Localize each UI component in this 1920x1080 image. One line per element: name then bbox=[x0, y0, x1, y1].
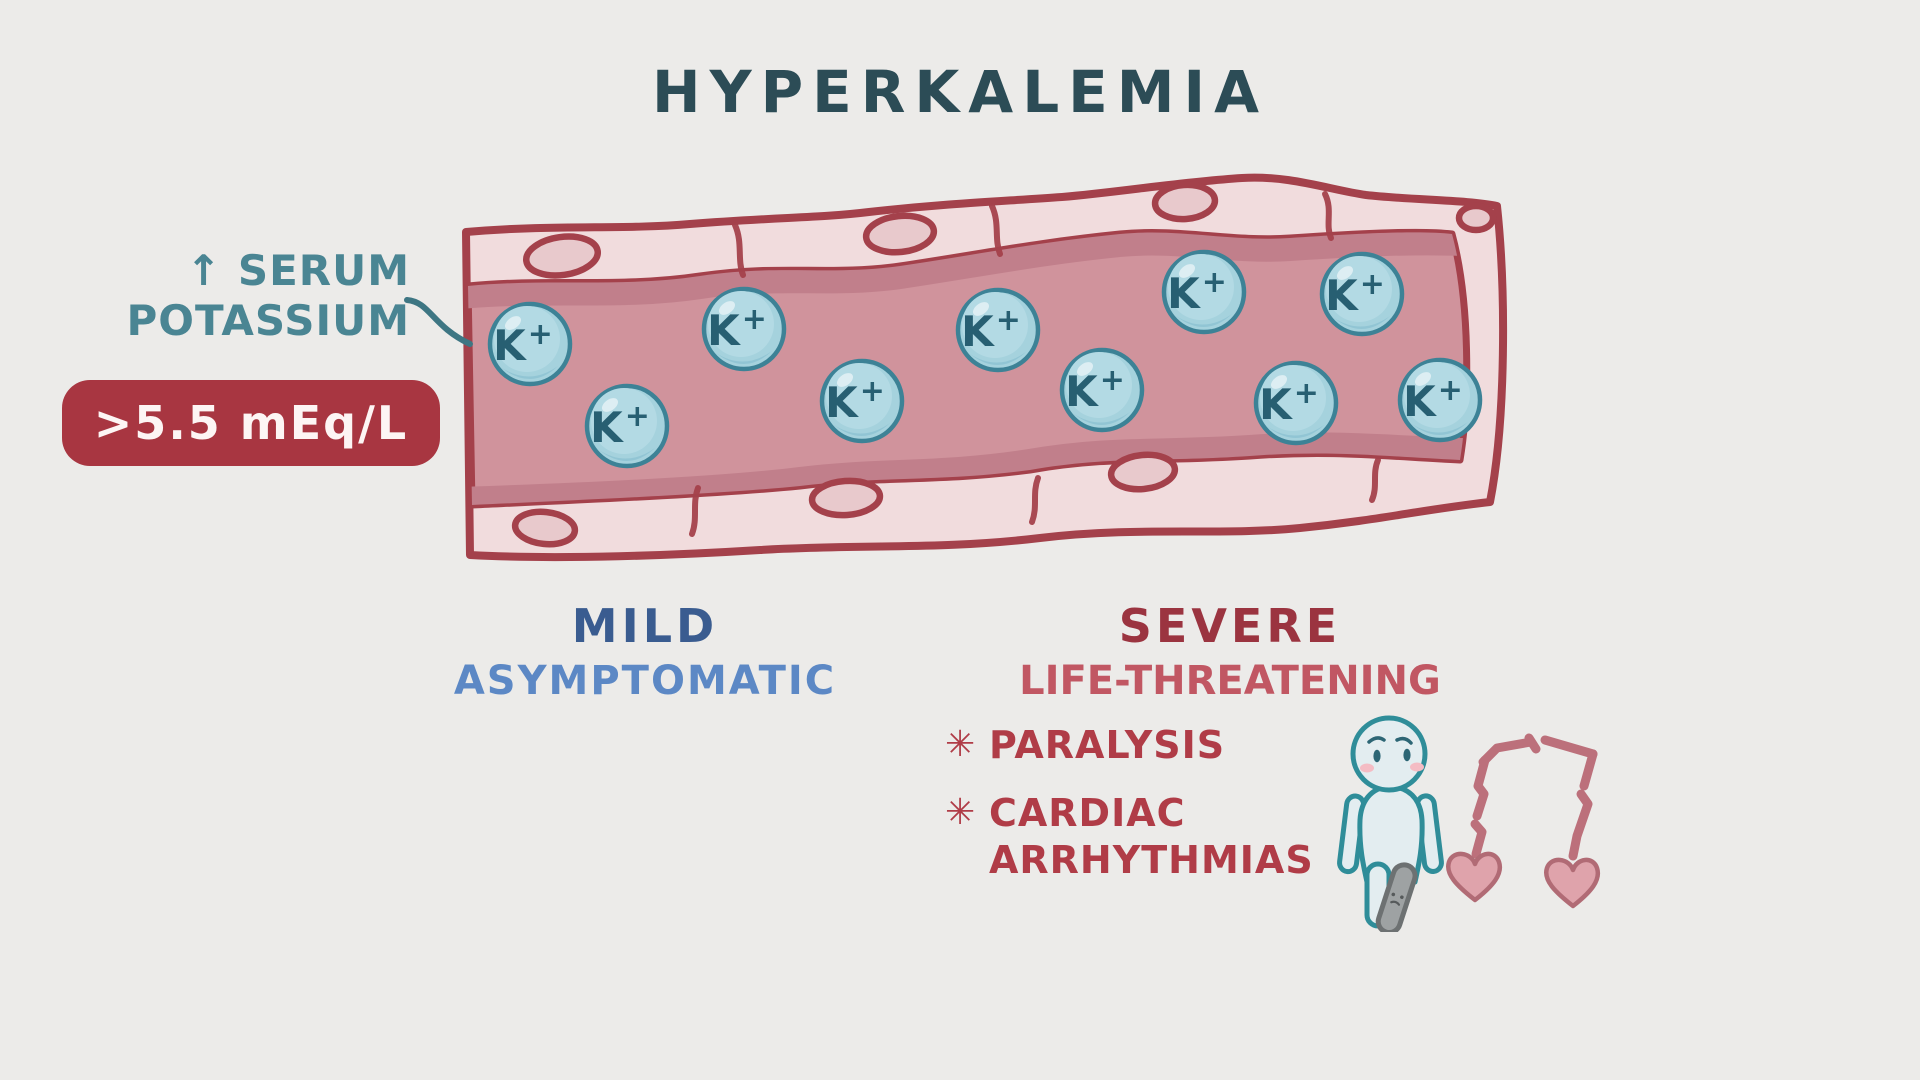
potassium-ion: K+ bbox=[1059, 347, 1145, 433]
potassium-ion: K+ bbox=[1253, 360, 1339, 446]
page-title: HYPERKALEMIA bbox=[652, 58, 1268, 126]
asterisk-bullet-icon: ✳ bbox=[945, 792, 976, 834]
list-item: ✳ CARDIAC ARRHYTHMIAS bbox=[945, 790, 1315, 883]
potassium-value-badge: >5.5 mEq/L bbox=[62, 380, 440, 466]
serum-label-line2: POTASSIUM bbox=[126, 295, 410, 345]
svg-text:K+: K+ bbox=[590, 399, 650, 452]
severe-heading: SEVERE bbox=[1118, 599, 1342, 653]
potassium-value-text: >5.5 mEq/L bbox=[93, 396, 409, 450]
cell-boundaries bbox=[689, 191, 1381, 537]
severe-section: SEVERE LIFE-THREATENING bbox=[1000, 598, 1460, 706]
potassium-ion: K+ bbox=[584, 383, 670, 469]
potassium-ion: K+ bbox=[701, 286, 787, 372]
broken-heart-note-icon bbox=[1446, 733, 1601, 909]
potassium-ion: K+ bbox=[819, 358, 905, 444]
svg-text:K+: K+ bbox=[825, 374, 885, 427]
mild-section: MILD ASYMPTOMATIC bbox=[430, 598, 860, 706]
symptom-cardiac-arrhythmias-label: CARDIAC ARRHYTHMIAS bbox=[989, 791, 1314, 882]
potassium-ion: K+ bbox=[955, 287, 1041, 373]
asterisk-bullet-icon: ✳ bbox=[945, 724, 976, 765]
svg-text:K+: K+ bbox=[1403, 373, 1463, 426]
potassium-ion: K+ bbox=[487, 301, 573, 387]
vessel-ions: K+K+K+K+K+K+K+K+K+K+ bbox=[487, 249, 1483, 469]
paralyzed-leg bbox=[1375, 862, 1418, 932]
mild-subheading: ASYMPTOMATIC bbox=[453, 657, 837, 704]
potassium-ion: K+ bbox=[1161, 249, 1247, 335]
svg-text:K+: K+ bbox=[1065, 363, 1125, 416]
potassium-ion: K+ bbox=[1319, 251, 1405, 337]
svg-text:K+: K+ bbox=[493, 317, 553, 370]
label-pointer-line bbox=[404, 297, 473, 347]
potassium-ion: K+ bbox=[1397, 357, 1483, 443]
paralyzed-person-icon bbox=[1337, 715, 1444, 932]
list-item: ✳ PARALYSIS bbox=[945, 722, 1315, 768]
serum-label-line1: ↑ SERUM bbox=[186, 246, 410, 295]
severe-subheading: LIFE-THREATENING bbox=[1019, 657, 1441, 704]
mild-heading: MILD bbox=[571, 599, 719, 653]
lumen-shading bbox=[468, 232, 1467, 506]
severe-symptom-list: ✳ PARALYSIS ✳ CARDIAC ARRHYTHMIAS bbox=[945, 722, 1315, 905]
serum-potassium-label: ↑ SERUM POTASSIUM bbox=[90, 246, 410, 345]
blood-vessel-illustration: K+K+K+K+K+K+K+K+K+K+ bbox=[404, 173, 1508, 562]
endothelial-nuclei bbox=[511, 181, 1497, 548]
symptom-paralysis-label: PARALYSIS bbox=[989, 723, 1226, 767]
